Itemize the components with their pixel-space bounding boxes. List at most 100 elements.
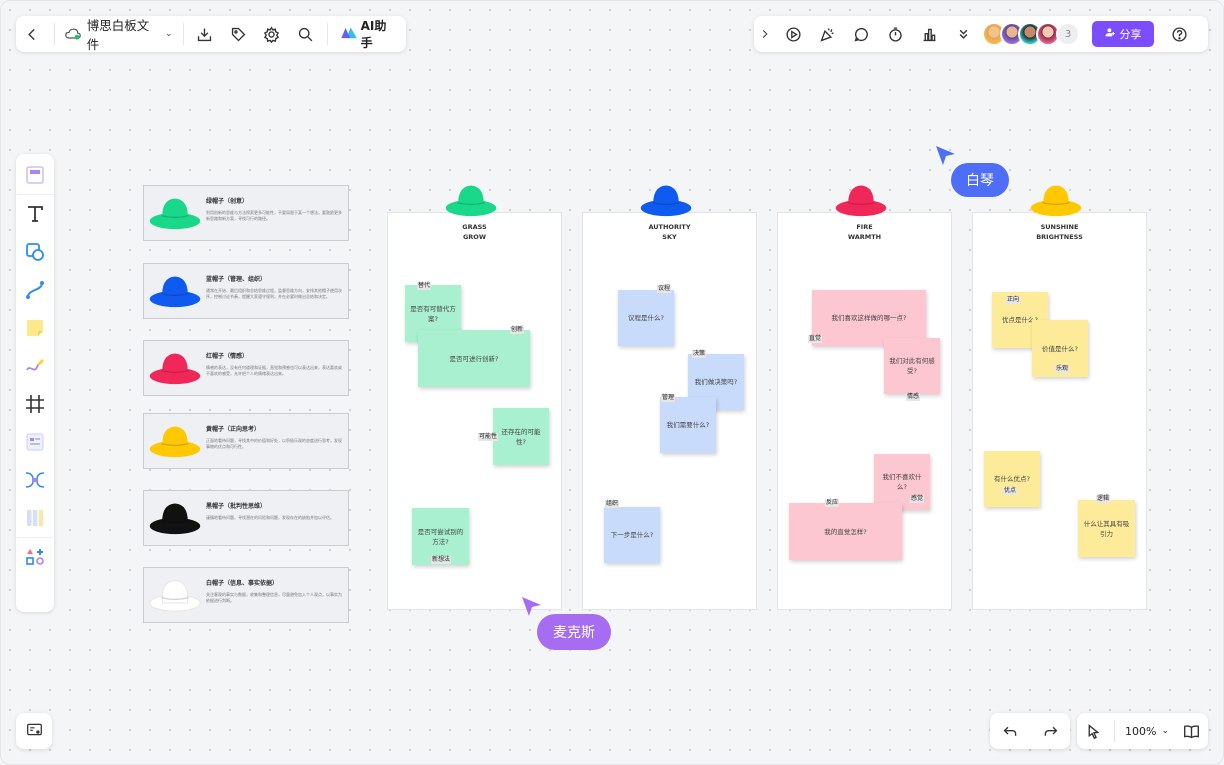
sticky-note-text: 是否可尝试别的方法? — [417, 527, 464, 546]
timer-icon[interactable] — [878, 17, 912, 51]
vote-icon[interactable] — [912, 17, 946, 51]
hat-legend-card[interactable]: 蓝帽子（管理、组织）通常在开始、最后组织和总结思维过程，监督思维方向，安排其他帽… — [143, 263, 349, 319]
sticky-note[interactable]: 还存在的可能性? — [493, 408, 549, 465]
template-tool-icon[interactable] — [17, 156, 53, 194]
hat-legend-card[interactable]: 红帽子（情感）情感的表达，没有任何道理和证据，直觉和预感也可以表达出来，表达喜欢… — [143, 340, 349, 396]
sticky-note[interactable]: 议程是什么? — [618, 290, 674, 346]
sticky-note-text: 我们对此有何感受? — [889, 357, 935, 375]
connector-tool-icon[interactable] — [17, 271, 53, 309]
hat-legend-title: 白帽子（信息、事实依据） — [206, 580, 279, 587]
sticky-tag-label: 乐观 — [1055, 365, 1070, 373]
hat-legend-title: 黑帽子（批判性思维） — [206, 503, 267, 510]
settings-gear-icon[interactable] — [255, 17, 289, 51]
column-hat-icon — [639, 178, 693, 224]
sticky-note[interactable]: 我们需要什么? — [660, 397, 716, 453]
collapse-chevron-icon[interactable] — [754, 17, 776, 51]
sticky-tag-label: 决策 — [692, 350, 707, 358]
sticky-note-text: 是否可进行创新? — [449, 354, 499, 363]
hat-icon — [149, 503, 201, 535]
collaborator-cursor-label: 麦克斯 — [537, 614, 611, 650]
sticky-note-text: 我的直觉怎样? — [824, 527, 867, 536]
sticky-note[interactable]: 下一步是什么? — [604, 507, 660, 563]
undo-icon[interactable] — [993, 714, 1027, 748]
sticky-tag-label: 组织 — [605, 500, 620, 508]
hat-legend-description: 通常在开始、最后组织和总结思维过程，监督思维方向，安排其他帽子使用次序，控制讨论… — [206, 288, 342, 299]
divider — [182, 23, 184, 45]
collaborator-avatars[interactable]: 3 — [982, 22, 1080, 46]
celebrate-icon[interactable] — [810, 17, 844, 51]
hat-legend-description: 正面地看待问题，寻找其中的价值和好处，以积极乐观的态度进行思考，发现事物的优点和… — [206, 438, 342, 449]
search-icon[interactable] — [289, 17, 323, 51]
hat-legend-description: 谨慎地看待问题，寻找潜在的风险和问题，发现存在的缺陷并加以评估。 — [206, 515, 334, 520]
file-title-dropdown[interactable]: 博思白板文件 ⌄ — [59, 15, 179, 53]
tag-icon[interactable] — [221, 17, 255, 51]
sticky-note[interactable]: 是否可尝试别的方法? — [412, 508, 469, 565]
more-tools-icon[interactable] — [17, 537, 53, 576]
back-icon[interactable] — [16, 17, 50, 51]
redo-icon[interactable] — [1033, 714, 1067, 748]
hat-legend-description: 利用创新的思维与方法探索更多可能性，不要局限于某一个想法，要鼓励更多新思路和新方… — [206, 210, 342, 221]
sticky-tag-label: 逻辑 — [1096, 495, 1111, 503]
comment-icon[interactable] — [844, 17, 878, 51]
hat-legend-card[interactable]: 绿帽子（创意） 利用创新的思维与方法探索更多可能性，不要局限于某一个想法，要鼓励更… — [143, 185, 349, 241]
collaborator-cursor-label: 白琴 — [951, 163, 1009, 197]
hat-legend-card[interactable]: 白帽子（信息、事实依据）关注客观的事实与数据，收集和整理信息，尽量避免加入个人观… — [143, 567, 349, 623]
hat-legend-card[interactable]: 黑帽子（批判性思维） 谨慎地看待问题，寻找潜在的风险和问题，发现存在的缺陷并加以评… — [143, 490, 349, 546]
hat-icon — [835, 185, 887, 217]
column-hat-icon — [1029, 178, 1083, 224]
sticky-note-text: 议程是什么? — [628, 314, 664, 322]
share-button[interactable]: 分享 — [1092, 21, 1154, 47]
sticky-note-tool-icon[interactable] — [17, 309, 53, 347]
sticky-tag-label: 直觉 — [808, 335, 823, 343]
book-guide-icon[interactable] — [1175, 714, 1208, 748]
left-tool-palette — [16, 154, 54, 612]
column-title-line: SUNSHINE — [1040, 223, 1079, 231]
column-subtitle-line: BRIGHTNESS — [1036, 233, 1083, 241]
sticky-note[interactable]: 我的直觉怎样? — [789, 503, 902, 560]
cursor-pointer-icon — [521, 596, 543, 618]
top-left-toolbar: 博思白板文件 ⌄ AI助手 — [16, 16, 406, 52]
sticky-tag-label: 新想法 — [431, 556, 452, 564]
sticky-tag-label: 情感 — [906, 393, 921, 401]
add-user-icon — [1105, 27, 1116, 41]
sticky-note[interactable]: 我们对此有何感受? — [884, 338, 940, 394]
sticky-note-text: 优点是什么? — [1002, 316, 1038, 324]
collaborator-name: 白琴 — [966, 173, 994, 189]
kanban-tool-icon[interactable] — [17, 499, 53, 537]
frame-tool-icon[interactable] — [17, 385, 53, 423]
more-chevrons-icon[interactable] — [946, 17, 980, 51]
sticky-note[interactable]: 是否可进行创新? — [418, 330, 530, 387]
hat-legend-title: 绿帽子（创意） — [206, 198, 249, 205]
sticky-note-text: 我们做决策吗? — [694, 378, 738, 386]
sticky-note[interactable]: 我们喜欢这样做的哪一点? — [812, 290, 926, 346]
text-tool-icon[interactable] — [17, 194, 53, 233]
sticky-tag-label: 可能性 — [478, 433, 499, 441]
hat-icon — [149, 276, 201, 308]
sticky-note[interactable]: 有什么优点? — [984, 451, 1040, 507]
shape-tool-icon[interactable] — [17, 233, 53, 271]
sticky-note-text: 什么让其具有吸引力 — [1083, 519, 1130, 538]
chevron-down-icon: ⌄ — [165, 29, 173, 39]
sticky-note[interactable]: 什么让其具有吸引力 — [1078, 500, 1135, 557]
minimap-button[interactable] — [16, 713, 52, 749]
present-play-icon[interactable] — [776, 17, 810, 51]
hat-icon — [640, 185, 692, 217]
select-pointer-icon[interactable] — [1077, 714, 1110, 748]
mindmap-tool-icon[interactable] — [17, 461, 53, 499]
sticky-tag-label: 反应 — [825, 499, 840, 507]
download-icon[interactable] — [188, 17, 222, 51]
hat-legend-title: 黄帽子（正向思考） — [206, 426, 261, 433]
card-tool-icon[interactable] — [17, 423, 53, 461]
divider — [53, 23, 55, 45]
ai-assistant-button[interactable]: AI助手 — [332, 17, 406, 51]
sticky-tag-label: 优点 — [1003, 487, 1018, 495]
hat-icon — [1030, 185, 1082, 217]
help-icon[interactable] — [1162, 17, 1196, 51]
hat-legend-card[interactable]: 黄帽子（正向思考） 正面地看待问题，寻找其中的价值和好处，以积极乐观的态度进行思考… — [143, 413, 349, 469]
collaborator-count[interactable]: 3 — [1056, 22, 1080, 46]
zoom-dropdown[interactable]: 100% ⌄ — [1119, 725, 1175, 738]
sticky-note-text: 我们需要什么? — [666, 421, 710, 429]
pen-tool-icon[interactable] — [17, 347, 53, 385]
column-subtitle-line: WARMTH — [847, 233, 882, 241]
divider — [1114, 720, 1115, 742]
